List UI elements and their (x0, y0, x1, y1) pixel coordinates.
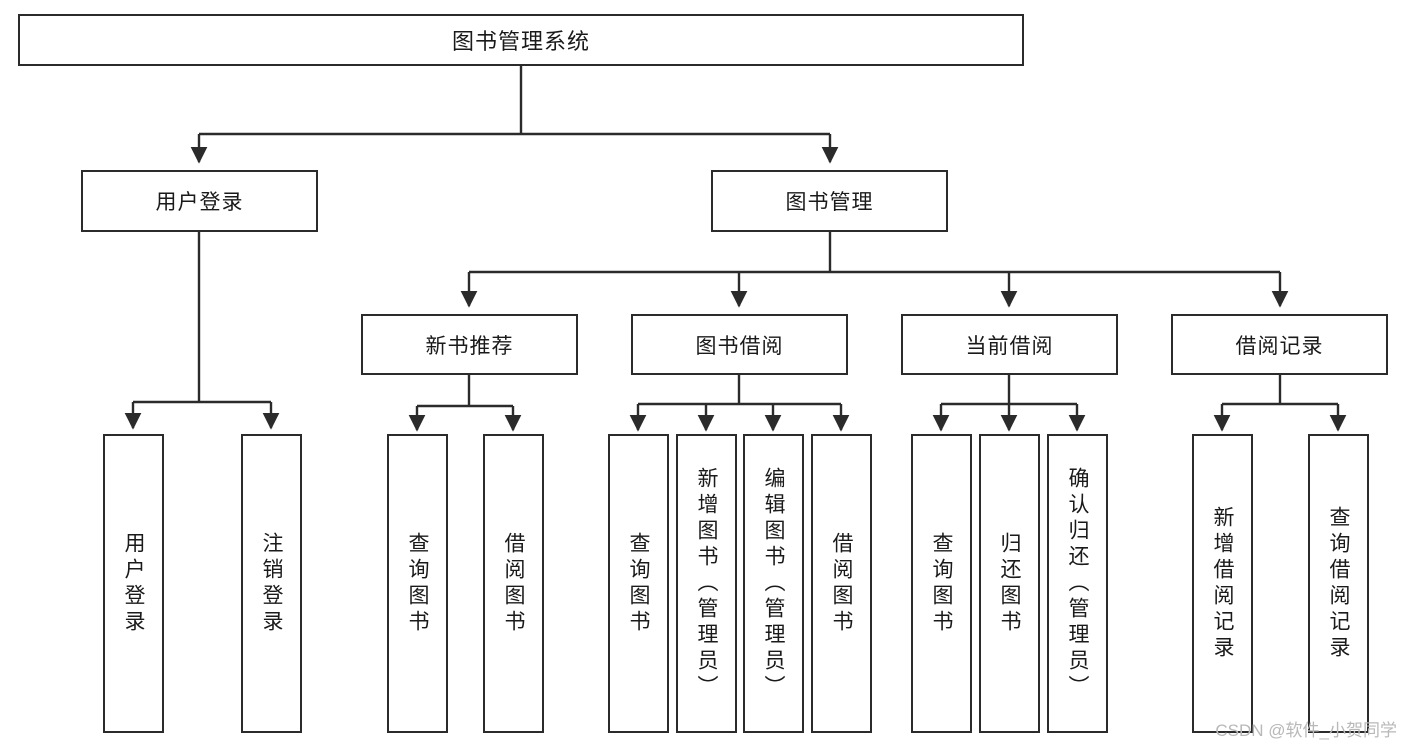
node-leaf-add-borrow-record[interactable]: 新增借阅记录 (1192, 434, 1253, 733)
node-leaf-edit-book-admin[interactable]: 编辑图书（管理员） (743, 434, 804, 733)
node-label: 查询图书 (930, 531, 953, 636)
node-leaf-add-book-admin[interactable]: 新增图书（管理员） (676, 434, 737, 733)
node-label: 确认归还（管理员） (1066, 466, 1089, 701)
node-label: 查询图书 (627, 531, 650, 636)
node-label: 图书借阅 (695, 334, 784, 358)
node-leaf-return-book[interactable]: 归还图书 (979, 434, 1040, 733)
node-user-login[interactable]: 用户登录 (81, 170, 318, 232)
node-label: 借阅记录 (1235, 334, 1324, 358)
node-label: 用户登录 (122, 531, 145, 636)
node-new-book-recommend[interactable]: 新书推荐 (361, 314, 578, 375)
node-current-borrow[interactable]: 当前借阅 (901, 314, 1118, 375)
node-label: 新书推荐 (425, 334, 514, 358)
node-label: 用户登录 (155, 191, 244, 214)
node-book-borrow[interactable]: 图书借阅 (631, 314, 848, 375)
node-leaf-confirm-return-admin[interactable]: 确认归还（管理员） (1047, 434, 1108, 733)
node-borrow-record[interactable]: 借阅记录 (1171, 314, 1388, 375)
node-label: 当前借阅 (965, 334, 1054, 358)
node-label: 图书管理系统 (451, 29, 590, 54)
node-leaf-query-book-new[interactable]: 查询图书 (387, 434, 448, 733)
node-leaf-query-borrow-record[interactable]: 查询借阅记录 (1308, 434, 1369, 733)
node-label: 归还图书 (998, 531, 1021, 636)
node-label: 编辑图书（管理员） (762, 466, 785, 701)
node-root-system[interactable]: 图书管理系统 (18, 14, 1024, 66)
node-label: 借阅图书 (830, 531, 853, 636)
node-book-management[interactable]: 图书管理 (711, 170, 948, 232)
node-leaf-logout[interactable]: 注销登录 (241, 434, 302, 733)
node-label: 新增图书（管理员） (695, 466, 718, 701)
watermark: CSDN @软件_小贺同学 (1215, 721, 1397, 740)
node-label: 查询图书 (406, 531, 429, 636)
node-leaf-query-book-borrow[interactable]: 查询图书 (608, 434, 669, 733)
node-label: 图书管理 (785, 191, 874, 214)
node-leaf-borrow-book-new[interactable]: 借阅图书 (483, 434, 544, 733)
node-label: 借阅图书 (502, 531, 525, 636)
node-label: 新增借阅记录 (1211, 505, 1234, 662)
node-leaf-borrow-book[interactable]: 借阅图书 (811, 434, 872, 733)
node-label: 注销登录 (260, 531, 283, 636)
node-label: 查询借阅记录 (1327, 505, 1350, 662)
node-leaf-query-book-current[interactable]: 查询图书 (911, 434, 972, 733)
node-leaf-user-login[interactable]: 用户登录 (103, 434, 164, 733)
